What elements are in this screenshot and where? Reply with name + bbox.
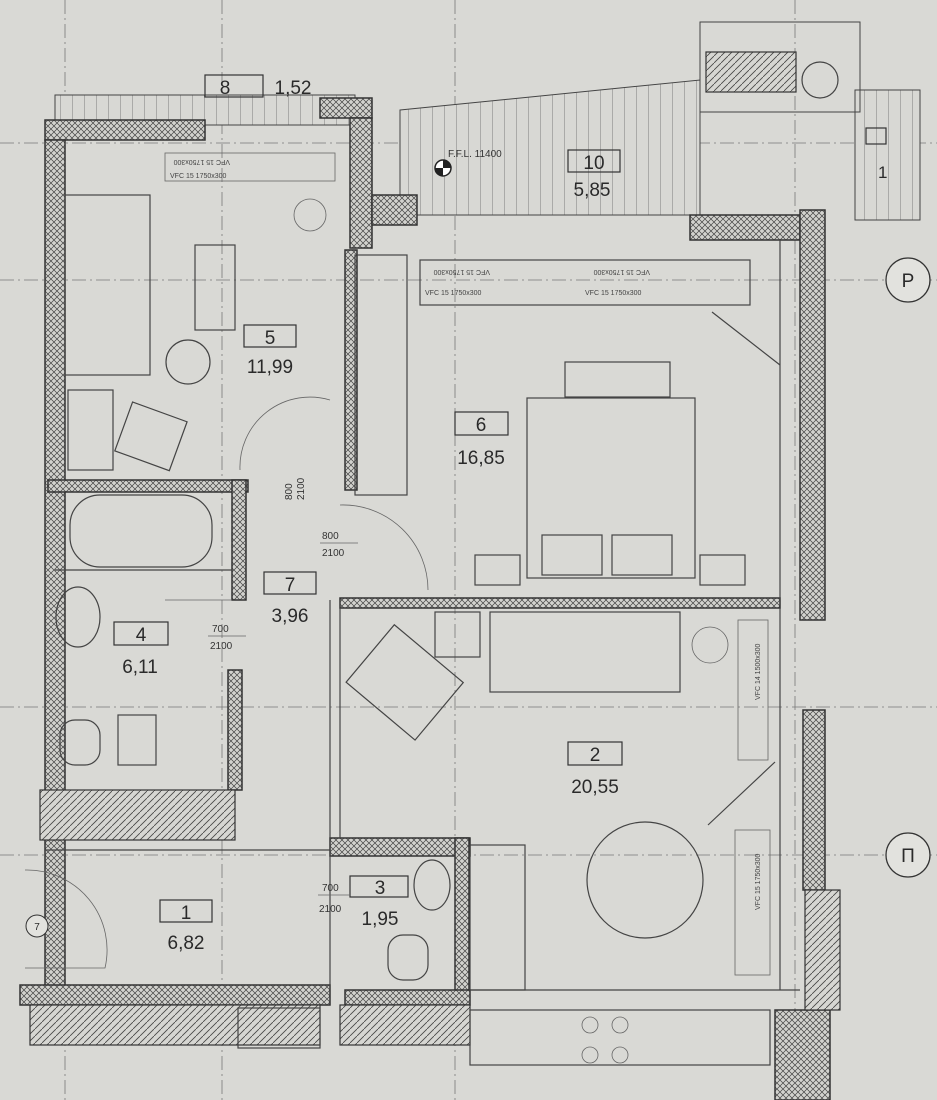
door-height: 2100 [322, 548, 345, 559]
balcony-small-label: 1 [878, 163, 887, 182]
room-8: 8 1,52 [204, 74, 312, 99]
room-area: 5,85 [574, 180, 611, 201]
plant-living [691, 626, 729, 664]
door-height: 2100 [296, 477, 307, 500]
toilet-wc [387, 934, 429, 981]
room-area: 20,55 [571, 777, 619, 798]
room-4: 4 6,11 [113, 621, 169, 678]
room-1: 1 6,82 [159, 899, 213, 954]
door-width: 700 [322, 883, 339, 894]
radiator-label: VFC 15 1750x300 [755, 853, 762, 910]
radiator-label: VFC 14 1500x300 [755, 643, 762, 700]
room-area: 11,99 [247, 357, 293, 378]
room-number: 3 [375, 878, 386, 899]
room-number: 7 [285, 575, 296, 596]
room-2: 2 20,55 [567, 741, 623, 798]
axis-label: Р [902, 271, 915, 292]
sink-wc [413, 859, 451, 911]
room-number: 2 [590, 745, 601, 766]
sink [55, 586, 101, 648]
bidet [117, 714, 157, 766]
room-area: 1,95 [362, 909, 399, 930]
radiator-label: VFC 15 1750x300 [425, 290, 482, 297]
radiator-label: VFC 15 1750x300 [173, 158, 230, 165]
bench [564, 361, 671, 398]
toilet [59, 719, 101, 766]
room-number: 4 [136, 625, 147, 646]
radiator-label: VFC 15 1750x300 [593, 268, 650, 275]
sofa [64, 194, 151, 376]
walls [19, 97, 841, 1100]
room-5: 5 11,99 [243, 324, 297, 378]
room-number: 6 [476, 415, 487, 436]
room-area: 16,85 [457, 448, 505, 469]
planter-box [699, 21, 861, 113]
armchair [114, 401, 188, 472]
room-area: 6,11 [122, 657, 158, 678]
radiator-label: VFC 15 1750x300 [433, 268, 490, 275]
level-marker: F.F.L. 11400 [434, 149, 502, 177]
door-height: 2100 [210, 641, 233, 652]
kitchen-counter [469, 844, 526, 991]
room-number: 10 [583, 153, 604, 174]
wardrobe [237, 1007, 321, 1049]
door-width: 700 [212, 624, 229, 635]
room-number: 1 [181, 903, 192, 924]
desk [67, 389, 114, 471]
room-area: 1,52 [275, 78, 312, 99]
dining-table [586, 821, 704, 939]
door-width: 800 [322, 531, 339, 542]
room-7: 7 3,96 [263, 571, 317, 627]
room-area: 6,82 [168, 933, 205, 954]
door-dimensions: 800 2100 800 2100 700 2100 700 2100 [208, 477, 358, 915]
axis-label: П [901, 846, 915, 867]
room-6: 6 16,85 [454, 411, 509, 469]
interior-lines [45, 240, 800, 991]
radiator-label: VFC 15 1750x300 [585, 290, 642, 297]
room-number: 5 [265, 328, 276, 349]
axis-marker-p: Р [885, 257, 931, 303]
radiator-label: VFC 15 1750x300 [170, 173, 227, 180]
room-area: 3,96 [272, 606, 309, 627]
bed [526, 397, 696, 579]
furniture [55, 194, 771, 1066]
balcony-10 [399, 79, 701, 216]
door-height: 2100 [319, 904, 342, 915]
room-number: 8 [220, 78, 231, 99]
kitchen-row [469, 1009, 771, 1066]
axis-marker-pe: П [885, 832, 931, 878]
door-width: 800 [284, 483, 295, 500]
table [194, 244, 236, 331]
ffl-label: F.F.L. 11400 [448, 149, 502, 160]
plant-pot [165, 339, 211, 385]
armchair-living [345, 623, 465, 741]
sofa-living [489, 611, 681, 693]
room-3: 3 1,95 [349, 875, 409, 930]
balcony-small [854, 89, 921, 221]
radiators: VFC 15 1750x300 VFC 15 1750x300 VFC 15 1… [164, 152, 771, 976]
room-10: 10 5,85 [567, 149, 621, 201]
bathtub [69, 494, 213, 568]
axis-label: 7 [34, 922, 40, 933]
axis-marker-7: 7 [25, 914, 49, 938]
plant [293, 198, 327, 232]
door-swings [24, 311, 781, 969]
